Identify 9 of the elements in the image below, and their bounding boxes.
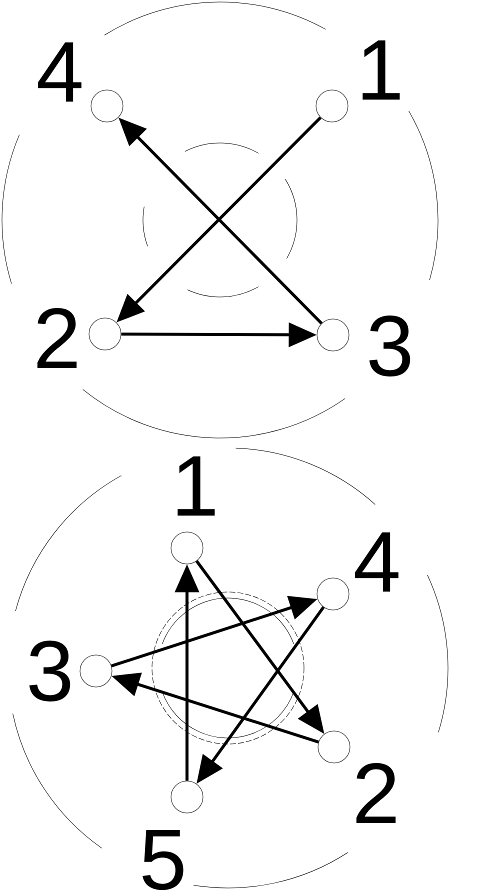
node-number: 3 (369, 316, 410, 376)
node-number: 3 (29, 640, 70, 702)
node-number: 4 (355, 532, 398, 592)
node-number: 5 (142, 830, 184, 890)
node-number: 2 (356, 762, 396, 824)
node-number: 1 (178, 456, 215, 516)
node-number: 4 (38, 42, 82, 102)
node-number: 1 (362, 40, 400, 100)
node-number: 2 (37, 308, 77, 368)
